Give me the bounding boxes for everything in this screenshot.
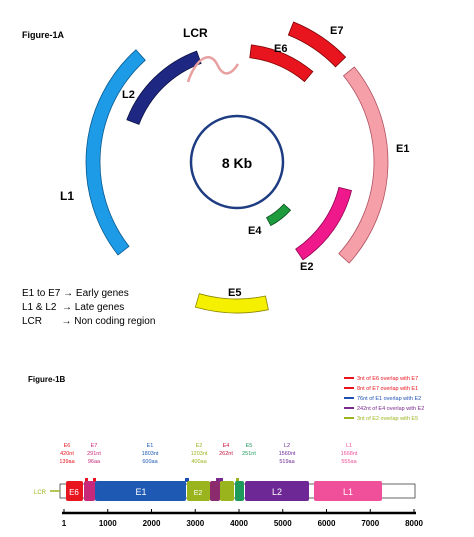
- axis-tick-label: 7000: [361, 519, 379, 528]
- gene-l2-arc: [126, 50, 202, 125]
- gene-aa-l2: 519aa: [279, 459, 295, 465]
- l1-label: L1: [60, 189, 74, 203]
- gene-e5-arc: [194, 293, 269, 314]
- gene-box-l1: [314, 481, 382, 501]
- axis-tick-label: 6000: [318, 519, 336, 528]
- e7-label: E7: [330, 25, 343, 37]
- gene-name-l2: L2: [284, 443, 290, 449]
- gene-aa-l1: 555aa: [341, 459, 357, 465]
- overlap-marker-e6-e7: [85, 478, 88, 482]
- gene-l1-arc: [85, 49, 146, 256]
- genome-size-label: 8 Kb: [222, 155, 252, 171]
- gene-box-l2: [245, 481, 309, 501]
- gene-info-labels: E6 420nt 139aa E7 291nt 96aa E1 1803nt 6…: [59, 443, 358, 465]
- axis-tick-label: 4000: [230, 519, 248, 528]
- overlap-legend-item: 3nt of E6 overlap with E7: [357, 376, 418, 382]
- overlap-legend-item: 3nt of E2 overlap with E5: [357, 416, 418, 422]
- axis-tick-label: 1: [62, 519, 67, 528]
- gene-nt-e2: 1203nt: [191, 451, 208, 457]
- gene-name-e7: E7: [91, 443, 98, 449]
- gene-box-e6: [66, 481, 83, 501]
- gene-box-e7: [84, 481, 95, 501]
- e1-label: E1: [396, 143, 409, 155]
- axis-tick-label: 1000: [99, 519, 117, 528]
- overlap-legend-item: 242nt of E4 overlap with E2: [357, 406, 424, 412]
- axis-tick-label: 8000: [405, 519, 423, 528]
- gene-box-label-e6: E6: [69, 488, 79, 497]
- gene-e7-arc: [287, 21, 347, 68]
- gene-box-label-l2: L2: [272, 487, 282, 497]
- lcr-label: LCR: [183, 26, 208, 40]
- overlap-marker-e2-e5: [236, 478, 239, 482]
- gene-e4-arc: [266, 203, 292, 227]
- axis-tick-label: 2000: [143, 519, 161, 528]
- overlap-legend-item: 8nt of E7 overlap with E1: [357, 386, 418, 392]
- axis-tick-label: 3000: [186, 519, 204, 528]
- figure-1b-title: Figure-1B: [28, 375, 66, 384]
- e6-label: E6: [274, 43, 287, 55]
- gene-box-e2-tail: [220, 481, 234, 501]
- gene-box-label-l1: L1: [343, 487, 353, 497]
- gene-name-e6: E6: [64, 443, 71, 449]
- gene-nt-e6: 420nt: [60, 451, 74, 457]
- gene-aa-e6: 139aa: [59, 459, 75, 465]
- overlap-legend-item: 76nt of E1 overlap with E2: [357, 396, 421, 402]
- gene-aa-e1: 600aa: [142, 459, 158, 465]
- e2-label: E2: [300, 261, 313, 273]
- legend-non-coding: LCR → Non coding region: [22, 316, 155, 327]
- e5-label: E5: [228, 287, 241, 299]
- gene-nt-l2: 1560nt: [279, 451, 296, 457]
- gene-aa-e7: 96aa: [88, 459, 101, 465]
- overlap-marker-e7-e1: [93, 478, 96, 482]
- gene-name-e4: E4: [223, 443, 230, 449]
- e4-label: E4: [248, 225, 262, 237]
- gene-nt-l1: 1668nt: [341, 451, 358, 457]
- gene-e1-arc: [338, 66, 389, 264]
- l2-label: L2: [122, 89, 135, 101]
- gene-box-label-e2: E2: [194, 490, 203, 497]
- gene-nt-e1: 1803nt: [142, 451, 159, 457]
- gene-box-e5: [235, 481, 244, 501]
- legend-early-genes: E1 to E7 → Early genes: [22, 288, 129, 299]
- overlap-marker-e4-e2: [216, 478, 223, 482]
- gene-box-e1: [95, 481, 186, 501]
- gene-e6-arc: [249, 44, 314, 83]
- gene-box-e4: [210, 481, 220, 501]
- lcr-track-label: LCR: [34, 490, 47, 496]
- axis-tick-label: 5000: [274, 519, 292, 528]
- overlap-marker-e1-e2: [185, 478, 189, 482]
- legend-late-genes: L1 & L2 → Late genes: [22, 302, 124, 313]
- gene-nt-e4: 262nt: [219, 451, 233, 457]
- figure-1a-title: Figure-1A: [22, 30, 65, 40]
- overlap-legend: 3nt of E6 overlap with E7 8nt of E7 over…: [344, 376, 424, 422]
- gene-name-l1: L1: [346, 443, 352, 449]
- genome-center-ring: [189, 114, 285, 210]
- gene-box-e2: [187, 481, 210, 501]
- gene-name-e2: E2: [196, 443, 203, 449]
- gene-nt-e7: 291nt: [87, 451, 101, 457]
- lcr-region-line: [186, 56, 240, 83]
- gene-name-e5: E5: [246, 443, 253, 449]
- gene-nt-e5: 251nt: [242, 451, 256, 457]
- gene-e2-arc: [295, 186, 352, 261]
- gene-aa-e2: 400aa: [191, 459, 207, 465]
- gene-name-e1: E1: [147, 443, 154, 449]
- gene-box-label-e1: E1: [135, 487, 146, 497]
- genome-axis-ticks: 1 1000 2000 3000 4000 5000 6000 7000 8000: [62, 509, 423, 528]
